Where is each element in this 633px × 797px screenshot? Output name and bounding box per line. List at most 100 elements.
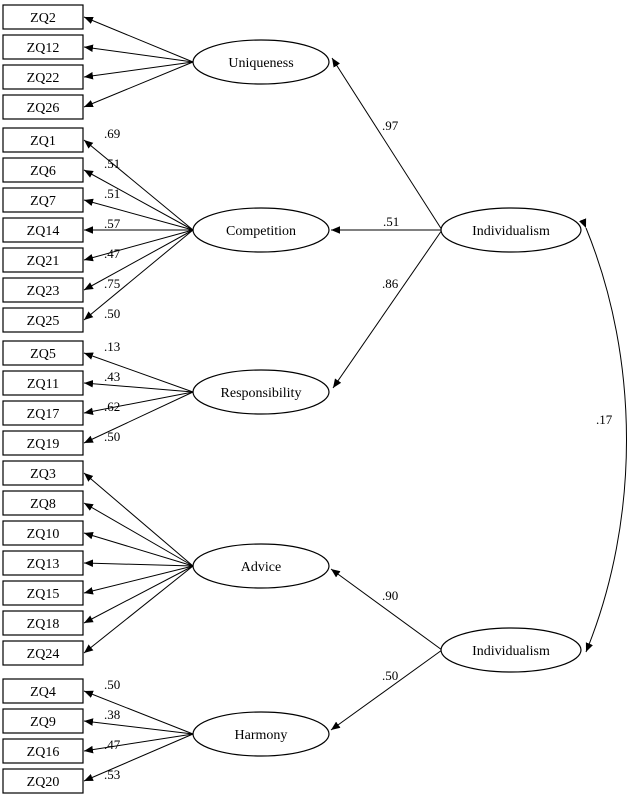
loading-value-zq21: .47 xyxy=(104,246,121,261)
indicator-label-zq1: ZQ1 xyxy=(30,134,56,149)
indicator-label-zq24: ZQ24 xyxy=(27,647,60,662)
loading-arrow-zq2 xyxy=(83,16,194,63)
loading-arrow-zq23 xyxy=(83,229,194,291)
path-arrow-uniqueness xyxy=(331,57,443,231)
loading-arrow-zq15 xyxy=(83,565,194,595)
loading-arrow-zq6 xyxy=(83,169,194,231)
indicator-box-zq4 xyxy=(2,678,84,704)
loading-value-zq4: .50 xyxy=(104,677,120,692)
indicator-label-zq25: ZQ25 xyxy=(27,314,60,329)
loading-arrow-zq7 xyxy=(83,198,194,231)
indicator-box-zq7 xyxy=(2,187,84,213)
correlation-curve xyxy=(579,218,627,653)
latent-label-responsibility: Responsibility xyxy=(221,386,302,401)
indicator-label-zq15: ZQ15 xyxy=(27,587,60,602)
path-weight-harmony: .50 xyxy=(382,668,398,683)
loading-arrow-zq3 xyxy=(83,472,194,567)
path-weight-advice: .90 xyxy=(382,588,398,603)
loading-value-zq6: .51 xyxy=(104,156,120,171)
indicator-label-zq5: ZQ5 xyxy=(30,347,56,362)
indicator-box-zq15 xyxy=(2,580,84,606)
path-arrow-harmony xyxy=(330,649,443,731)
loading-value-zq1: .69 xyxy=(104,126,120,141)
indicator-label-zq11: ZQ11 xyxy=(27,377,59,392)
loading-arrow-zq10 xyxy=(83,531,194,567)
latent-label-competition: Competition xyxy=(226,224,296,239)
loading-arrow-zq9 xyxy=(83,718,194,735)
latent-ellipse-advice xyxy=(192,543,330,589)
indicator-box-zq9 xyxy=(2,708,84,734)
loading-value-zq16: .47 xyxy=(104,737,121,752)
indicator-label-zq19: ZQ19 xyxy=(27,437,60,452)
node-layer xyxy=(2,4,582,794)
path-weight-responsibility: .86 xyxy=(382,276,399,291)
indicator-label-zq22: ZQ22 xyxy=(27,71,60,86)
loading-arrow-zq26 xyxy=(83,61,194,108)
indicator-label-zq4: ZQ4 xyxy=(30,685,56,700)
indicator-label-zq9: ZQ9 xyxy=(30,715,56,730)
path-arrow-advice xyxy=(330,568,443,651)
indicator-label-zq17: ZQ17 xyxy=(27,407,60,422)
loading-value-zq9: .38 xyxy=(104,707,120,722)
loading-arrow-zq17 xyxy=(83,391,194,416)
latent-label-individualism-2: Individualism xyxy=(472,644,550,659)
latent-ellipse-individualism-1 xyxy=(440,207,582,253)
loading-arrow-zq19 xyxy=(83,391,194,444)
indicator-box-zq25 xyxy=(2,307,84,333)
indicator-label-zq2: ZQ2 xyxy=(30,11,56,26)
loading-arrow-zq12 xyxy=(83,44,194,63)
latent-label-individualism-1: Individualism xyxy=(472,224,550,239)
indicator-box-zq8 xyxy=(2,490,84,516)
indicator-box-zq20 xyxy=(2,768,84,794)
indicator-box-zq24 xyxy=(2,640,84,666)
indicator-box-zq6 xyxy=(2,157,84,183)
indicator-box-zq14 xyxy=(2,217,84,243)
indicator-box-zq2 xyxy=(2,4,84,30)
indicator-label-zq21: ZQ21 xyxy=(27,254,60,269)
loading-arrow-zq4 xyxy=(83,690,194,735)
path-weight-uniqueness: .97 xyxy=(382,118,399,133)
loading-arrow-zq21 xyxy=(83,229,194,262)
indicator-box-zq19 xyxy=(2,430,84,456)
latent-ellipse-harmony xyxy=(192,711,330,757)
loading-arrow-zq24 xyxy=(83,565,194,654)
indicator-label-zq3: ZQ3 xyxy=(30,467,56,482)
path-weight-competition: .51 xyxy=(383,214,399,229)
indicator-box-zq26 xyxy=(2,94,84,120)
indicator-box-zq22 xyxy=(2,64,84,90)
loading-arrow-zq20 xyxy=(83,733,194,782)
loading-arrow-zq16 xyxy=(83,733,194,754)
indicator-label-zq23: ZQ23 xyxy=(27,284,60,299)
path-arrow-responsibility xyxy=(332,229,443,389)
loading-value-zq25: .50 xyxy=(104,306,120,321)
loading-arrow-zq22 xyxy=(83,61,194,80)
latent-label-harmony: Harmony xyxy=(235,728,288,743)
loading-arrow-zq18 xyxy=(83,565,194,624)
indicator-label-zq18: ZQ18 xyxy=(27,617,60,632)
indicator-label-zq6: ZQ6 xyxy=(30,164,56,179)
indicator-label-zq20: ZQ20 xyxy=(27,775,60,790)
latent-label-uniqueness: Uniqueness xyxy=(228,56,293,71)
indicator-box-zq13 xyxy=(2,550,84,576)
indicator-box-zq21 xyxy=(2,247,84,273)
indicator-label-zq12: ZQ12 xyxy=(27,41,60,56)
latent-ellipse-competition xyxy=(192,207,330,253)
indicator-box-zq1 xyxy=(2,127,84,153)
indicator-box-zq23 xyxy=(2,277,84,303)
edge-layer xyxy=(83,16,627,782)
indicator-label-zq7: ZQ7 xyxy=(30,194,56,209)
indicator-box-zq12 xyxy=(2,34,84,60)
loading-arrow-zq5 xyxy=(83,352,194,393)
indicator-label-zq26: ZQ26 xyxy=(27,101,60,116)
loading-value-zq5: .13 xyxy=(104,339,120,354)
latent-ellipse-individualism-2 xyxy=(440,627,582,673)
loading-value-zq11: .43 xyxy=(104,369,120,384)
loading-value-zq7: .51 xyxy=(104,186,120,201)
indicator-box-zq17 xyxy=(2,400,84,426)
loading-arrow-zq1 xyxy=(83,139,194,231)
loading-arrow-zq8 xyxy=(83,502,194,567)
loading-value-zq23: .75 xyxy=(104,276,120,291)
correlation-value: .17 xyxy=(596,412,613,427)
indicator-label-zq16: ZQ16 xyxy=(27,745,60,760)
indicator-box-zq5 xyxy=(2,340,84,366)
